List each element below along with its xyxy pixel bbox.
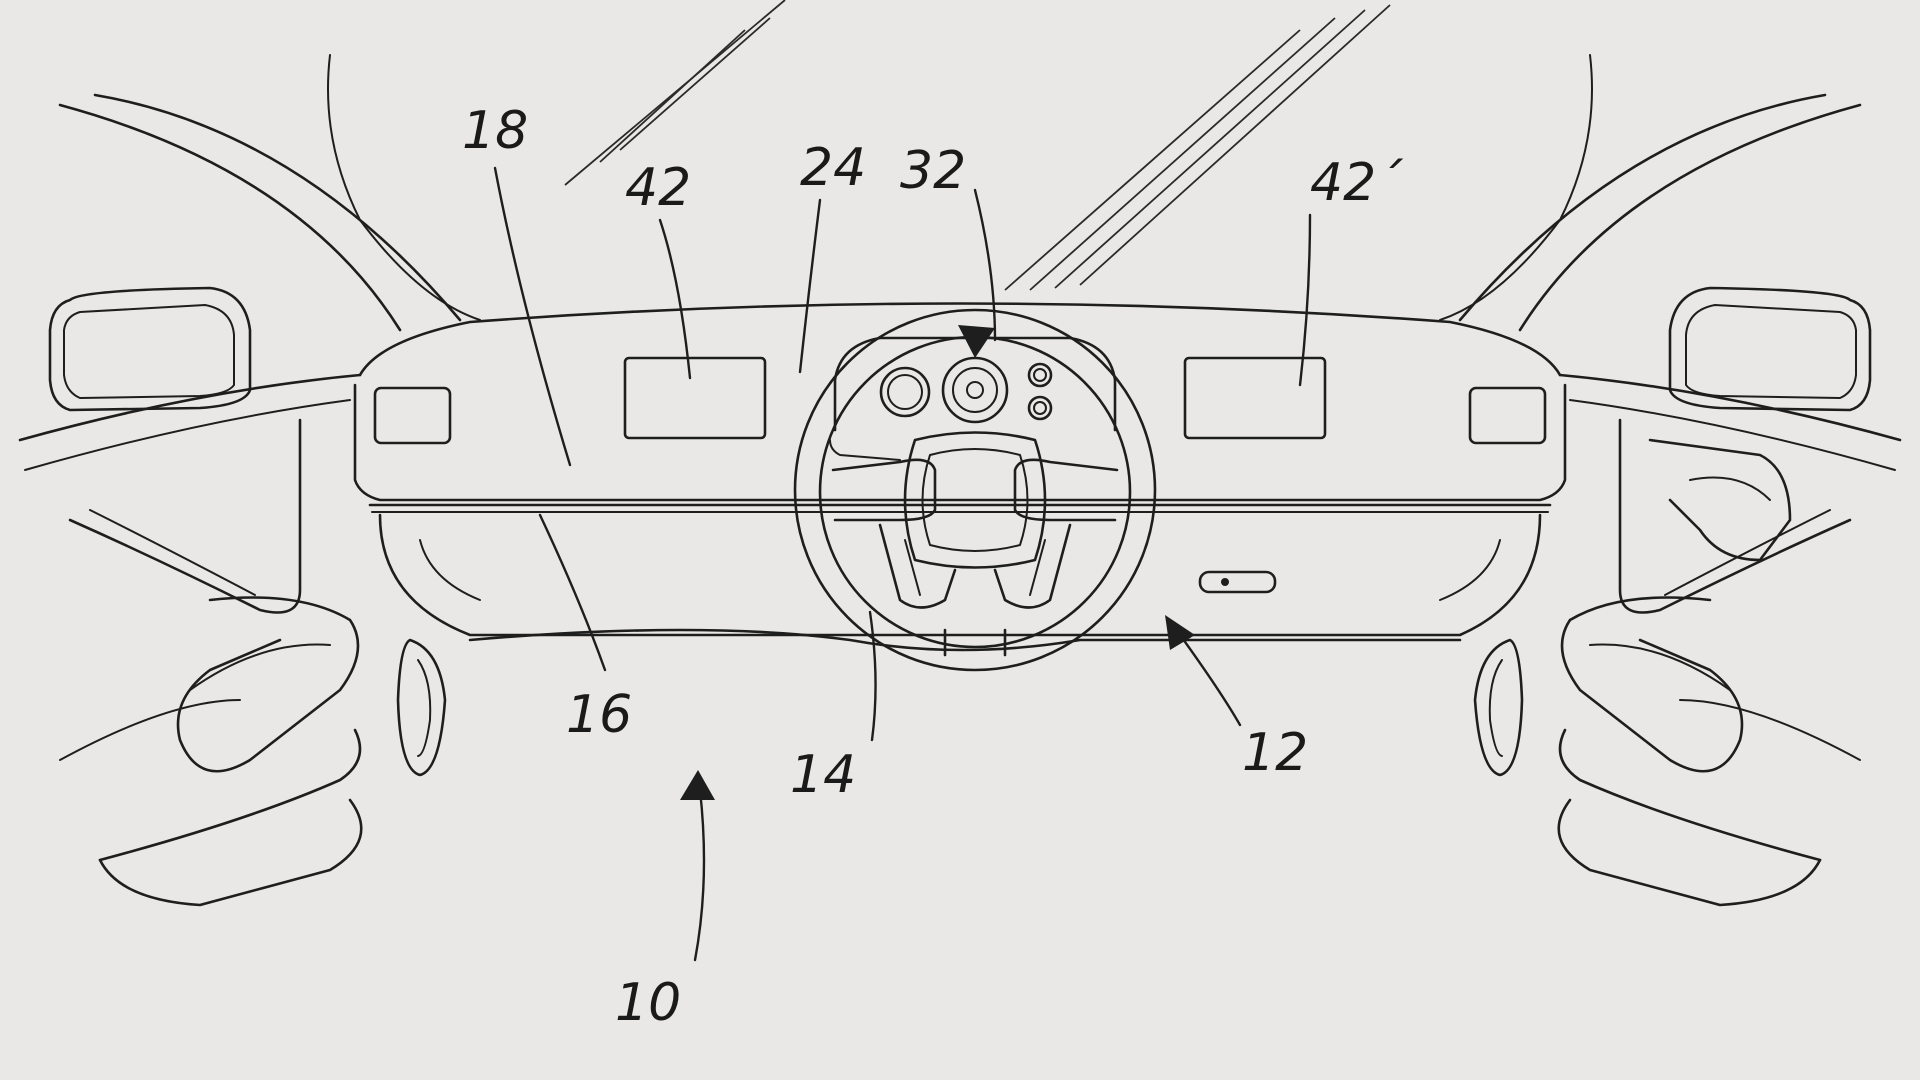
label-12: 12: [1242, 723, 1308, 783]
display-left: [625, 358, 765, 438]
label-42: 42: [625, 158, 691, 218]
arrowhead-32: [958, 325, 995, 358]
windshield-hatching: [565, 0, 1390, 290]
dash-vent-right: [1470, 388, 1545, 443]
right-a-pillar: [1440, 55, 1860, 330]
label-18: 18: [462, 101, 528, 161]
left-side-mirror: [50, 288, 250, 410]
label-16: 16: [566, 685, 632, 745]
label-10: 10: [615, 973, 681, 1033]
label-14: 14: [790, 745, 856, 805]
left-door-panel: [20, 375, 445, 905]
label-32: 32: [900, 141, 966, 201]
dashboard-body: [355, 304, 1565, 651]
glovebox-handle: [1200, 572, 1275, 592]
arrowhead-12: [1165, 615, 1195, 650]
steering-wheel: [795, 310, 1155, 670]
right-door-panel: [1475, 375, 1900, 905]
dash-vent-left: [375, 388, 450, 443]
reference-numerals: 18 42 24 32 42´ 16 14 12 10: [462, 101, 1404, 1033]
label-24: 24: [800, 138, 866, 198]
left-a-pillar: [60, 55, 480, 330]
leader-lines: [495, 168, 1310, 960]
label-42-prime: 42´: [1310, 153, 1404, 213]
arrowhead-10: [680, 770, 715, 800]
right-side-mirror: [1670, 288, 1870, 410]
display-right: [1185, 358, 1325, 438]
